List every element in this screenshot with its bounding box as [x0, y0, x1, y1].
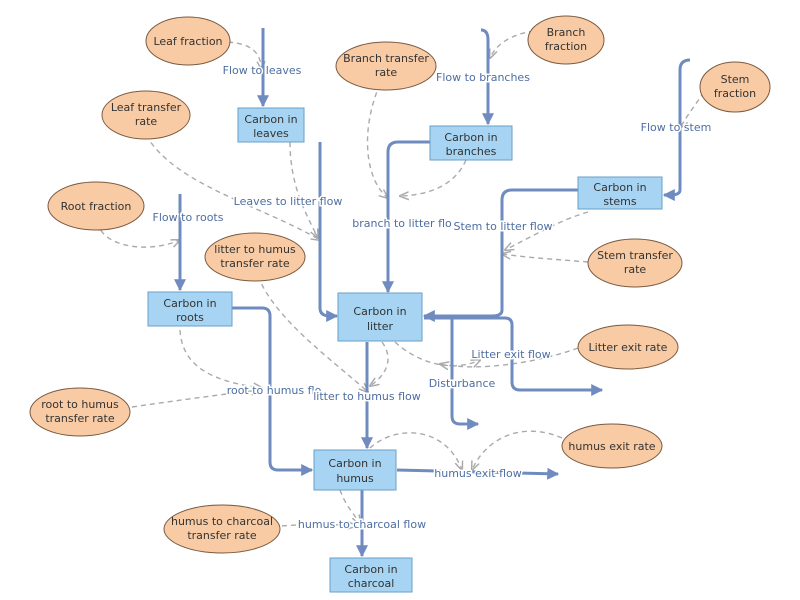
- link-humus-to-charcoal-flow: [339, 489, 360, 524]
- flow-label-to-roots: Flow to roots: [153, 211, 224, 224]
- stock-carbon-in-humus[interactable]: Carbon in humus: [313, 449, 397, 491]
- param-root-fraction[interactable]: Root fraction: [47, 181, 145, 231]
- link-litter-to-litter-exit: [394, 341, 480, 366]
- stock-label-line2: litter: [367, 320, 394, 333]
- param-label-line1: root to humus: [41, 398, 119, 411]
- stock-label-line1: Carbon in: [593, 181, 646, 194]
- flow-pipe-leaves-to-litter: [318, 142, 339, 322]
- param-humus-to-charcoal-transfer-rate[interactable]: humus to charcoal transfer rate: [163, 504, 281, 554]
- param-label-line1: Stem: [721, 73, 750, 86]
- param-branch-transfer-rate[interactable]: Branch transfer rate: [335, 41, 437, 91]
- flow-label-disturbance: Disturbance: [429, 377, 496, 390]
- link-branch-transfer-rate: [366, 83, 388, 198]
- link-leaf-transfer-rate: [145, 134, 320, 240]
- param-label-line2: fraction: [545, 40, 587, 53]
- flow-label-root-to-humus: root to humus flo: [227, 384, 322, 397]
- param-label-line2: transfer rate: [45, 412, 115, 425]
- param-label-line1: Branch transfer: [343, 52, 429, 65]
- stock-label-line2: leaves: [253, 127, 289, 140]
- link-branch-fraction: [490, 30, 535, 58]
- flow-label-stem-to-litter: Stem to litter flow: [454, 220, 553, 233]
- flow-label-humus-to-charcoal: humus to charcoal flow: [298, 518, 426, 531]
- link-charcoal-rate: [281, 525, 356, 527]
- param-label-line1: Branch: [547, 26, 586, 39]
- stock-label-line2: stems: [603, 195, 637, 208]
- link-leaf-fraction: [227, 41, 262, 70]
- link-stems-to-stem-litter: [505, 211, 589, 250]
- flow-pipe-to-branches: [480, 28, 494, 126]
- flows: [174, 28, 691, 558]
- flow-pipe-branch-to-litter: [382, 140, 430, 294]
- stock-label-line1: Carbon in: [163, 297, 216, 310]
- stock-carbon-in-branches[interactable]: Carbon in branches: [429, 125, 513, 161]
- flow-label-litter-to-humus: litter to humus flow: [313, 390, 421, 403]
- param-label-line1: Stem transfer: [597, 249, 673, 262]
- param-litter-exit-rate[interactable]: Litter exit rate: [577, 324, 679, 370]
- stock-label-line2: charcoal: [348, 577, 395, 590]
- link-branches-to-branch-litter: [400, 159, 467, 196]
- flow-pipe-root-to-humus: [232, 306, 314, 476]
- param-label-line2: transfer rate: [220, 257, 290, 270]
- flow-label-to-stem: Flow to stem: [641, 121, 712, 134]
- param-leaf-transfer-rate[interactable]: Leaf transfer rate: [101, 90, 191, 140]
- stock-carbon-in-roots[interactable]: Carbon in roots: [147, 291, 233, 327]
- param-leaf-fraction[interactable]: Leaf fraction: [145, 16, 231, 66]
- stock-label-line1: Carbon in: [353, 305, 406, 318]
- param-label-line2: rate: [375, 66, 398, 79]
- param-label-line1: Root fraction: [61, 200, 132, 213]
- stock-carbon-in-litter[interactable]: Carbon in litter: [337, 292, 423, 342]
- flow-pipe-to-stems: [662, 58, 691, 201]
- flow-label-leaves-to-litter: Leaves to litter flow: [234, 195, 343, 208]
- flow-label-to-leaves: Flow to leaves: [223, 64, 302, 77]
- flow-pipe-litter-exit: [424, 316, 604, 396]
- param-label-line1: Leaf fraction: [153, 35, 222, 48]
- flow-pipe-stem-to-litter: [422, 188, 578, 322]
- param-label-line1: humus exit rate: [568, 440, 655, 453]
- link-leaves-to-leaf-litter: [289, 141, 318, 238]
- param-humus-exit-rate[interactable]: humus exit rate: [561, 423, 663, 469]
- param-label-line2: fraction: [714, 87, 756, 100]
- info-links: [97, 30, 705, 527]
- link-humus-to-humus-exit: [369, 432, 462, 470]
- flow-pipe-disturbance: [450, 318, 480, 430]
- stock-label-line1: Carbon in: [244, 113, 297, 126]
- stock-carbon-in-charcoal[interactable]: Carbon in charcoal: [329, 557, 413, 593]
- link-roots-to-root-humus: [179, 329, 262, 388]
- param-label-line2: rate: [624, 263, 647, 276]
- link-litter-humus-rate: [257, 275, 368, 392]
- stock-carbon-in-leaves[interactable]: Carbon in leaves: [237, 107, 305, 143]
- stock-label-line1: Carbon in: [344, 563, 397, 576]
- link-root-fraction: [97, 221, 180, 248]
- stock-label-line1: Carbon in: [328, 457, 381, 470]
- flow-label-litter-exit: Litter exit flow: [471, 348, 550, 361]
- param-litter-to-humus-transfer-rate[interactable]: litter to humus transfer rate: [204, 232, 306, 282]
- stock-label-line2: branches: [446, 145, 497, 158]
- stock-label-line2: roots: [176, 311, 204, 324]
- link-humus-exit-rate: [472, 430, 563, 470]
- flow-label-branch-to-litter: branch to litter flo: [352, 217, 452, 230]
- flow-labels: Flow to leaves Flow to branches Flow to …: [151, 63, 713, 533]
- stock-label-line1: Carbon in: [444, 131, 497, 144]
- param-root-to-humus-transfer-rate[interactable]: root to humus transfer rate: [29, 387, 131, 437]
- param-stem-fraction[interactable]: Stem fraction: [699, 61, 771, 113]
- stock-carbon-in-stems[interactable]: Carbon in stems: [577, 176, 663, 210]
- param-label-line1: litter to humus: [214, 243, 296, 256]
- link-litter-to-litter-humus: [370, 341, 389, 386]
- param-label-line1: humus to charcoal: [171, 515, 273, 528]
- param-label-line2: transfer rate: [187, 529, 257, 542]
- stock-label-line2: humus: [336, 472, 374, 485]
- flow-label-humus-exit: humus exit flow: [434, 467, 521, 480]
- param-label-line1: Leaf transfer: [111, 101, 182, 114]
- param-stem-transfer-rate[interactable]: Stem transfer rate: [587, 238, 683, 288]
- flow-label-to-branches: Flow to branches: [436, 71, 530, 84]
- param-label-line1: Litter exit rate: [589, 341, 668, 354]
- link-stem-transfer-rate: [502, 254, 589, 263]
- param-branch-fraction[interactable]: Branch fraction: [527, 15, 605, 65]
- flow-pipe-humus-exit: [396, 467, 560, 480]
- param-label-line2: rate: [135, 115, 158, 128]
